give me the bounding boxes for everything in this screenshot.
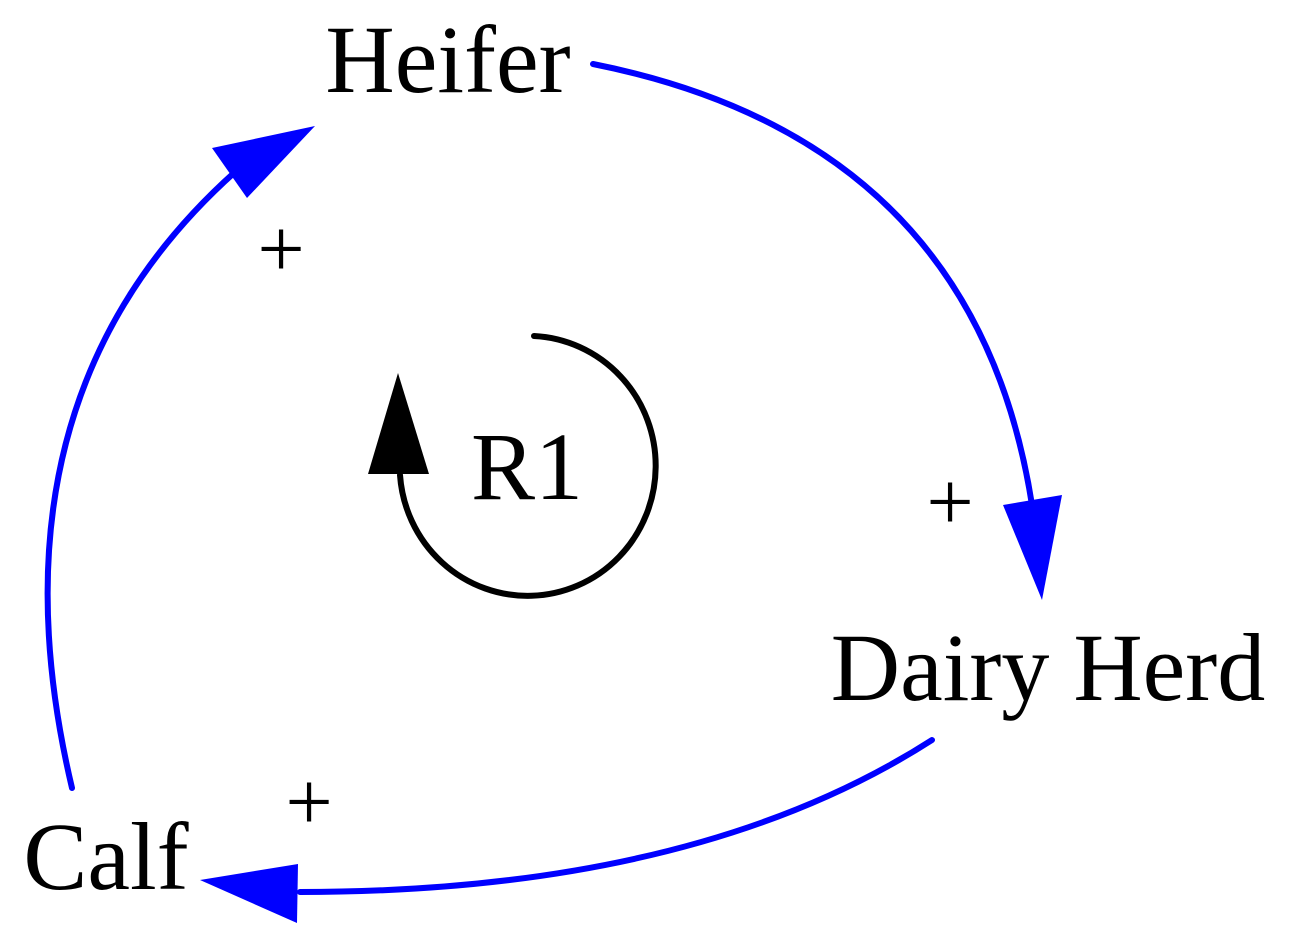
link-calf-to-heifer: + xyxy=(44,126,315,791)
loop-arc xyxy=(397,333,659,599)
polarity-dairy-herd-calf: + xyxy=(285,756,332,849)
node-calf: Calf xyxy=(23,803,188,910)
link-dairy-herd-calf-curve xyxy=(297,737,935,895)
arrowhead-dairy-herd xyxy=(1003,495,1062,600)
link-dairy-herd-to-calf: + xyxy=(200,737,935,923)
arrowhead-calf xyxy=(200,864,298,923)
link-calf-heifer-curve xyxy=(44,169,238,791)
loop-indicator-r1: R1 xyxy=(368,333,659,599)
polarity-calf-heifer: + xyxy=(257,203,304,296)
loop-arrowhead-icon xyxy=(368,373,429,474)
polarity-heifer-dairy-herd: + xyxy=(926,456,973,549)
node-heifer: Heifer xyxy=(325,6,570,113)
link-heifer-to-dairy-herd: + xyxy=(590,61,1062,600)
loop-label: R1 xyxy=(471,413,583,520)
node-dairy-herd: Dairy Herd xyxy=(831,614,1265,721)
link-heifer-dairy-herd-curve xyxy=(590,61,1035,508)
arrowhead-heifer xyxy=(212,126,315,198)
